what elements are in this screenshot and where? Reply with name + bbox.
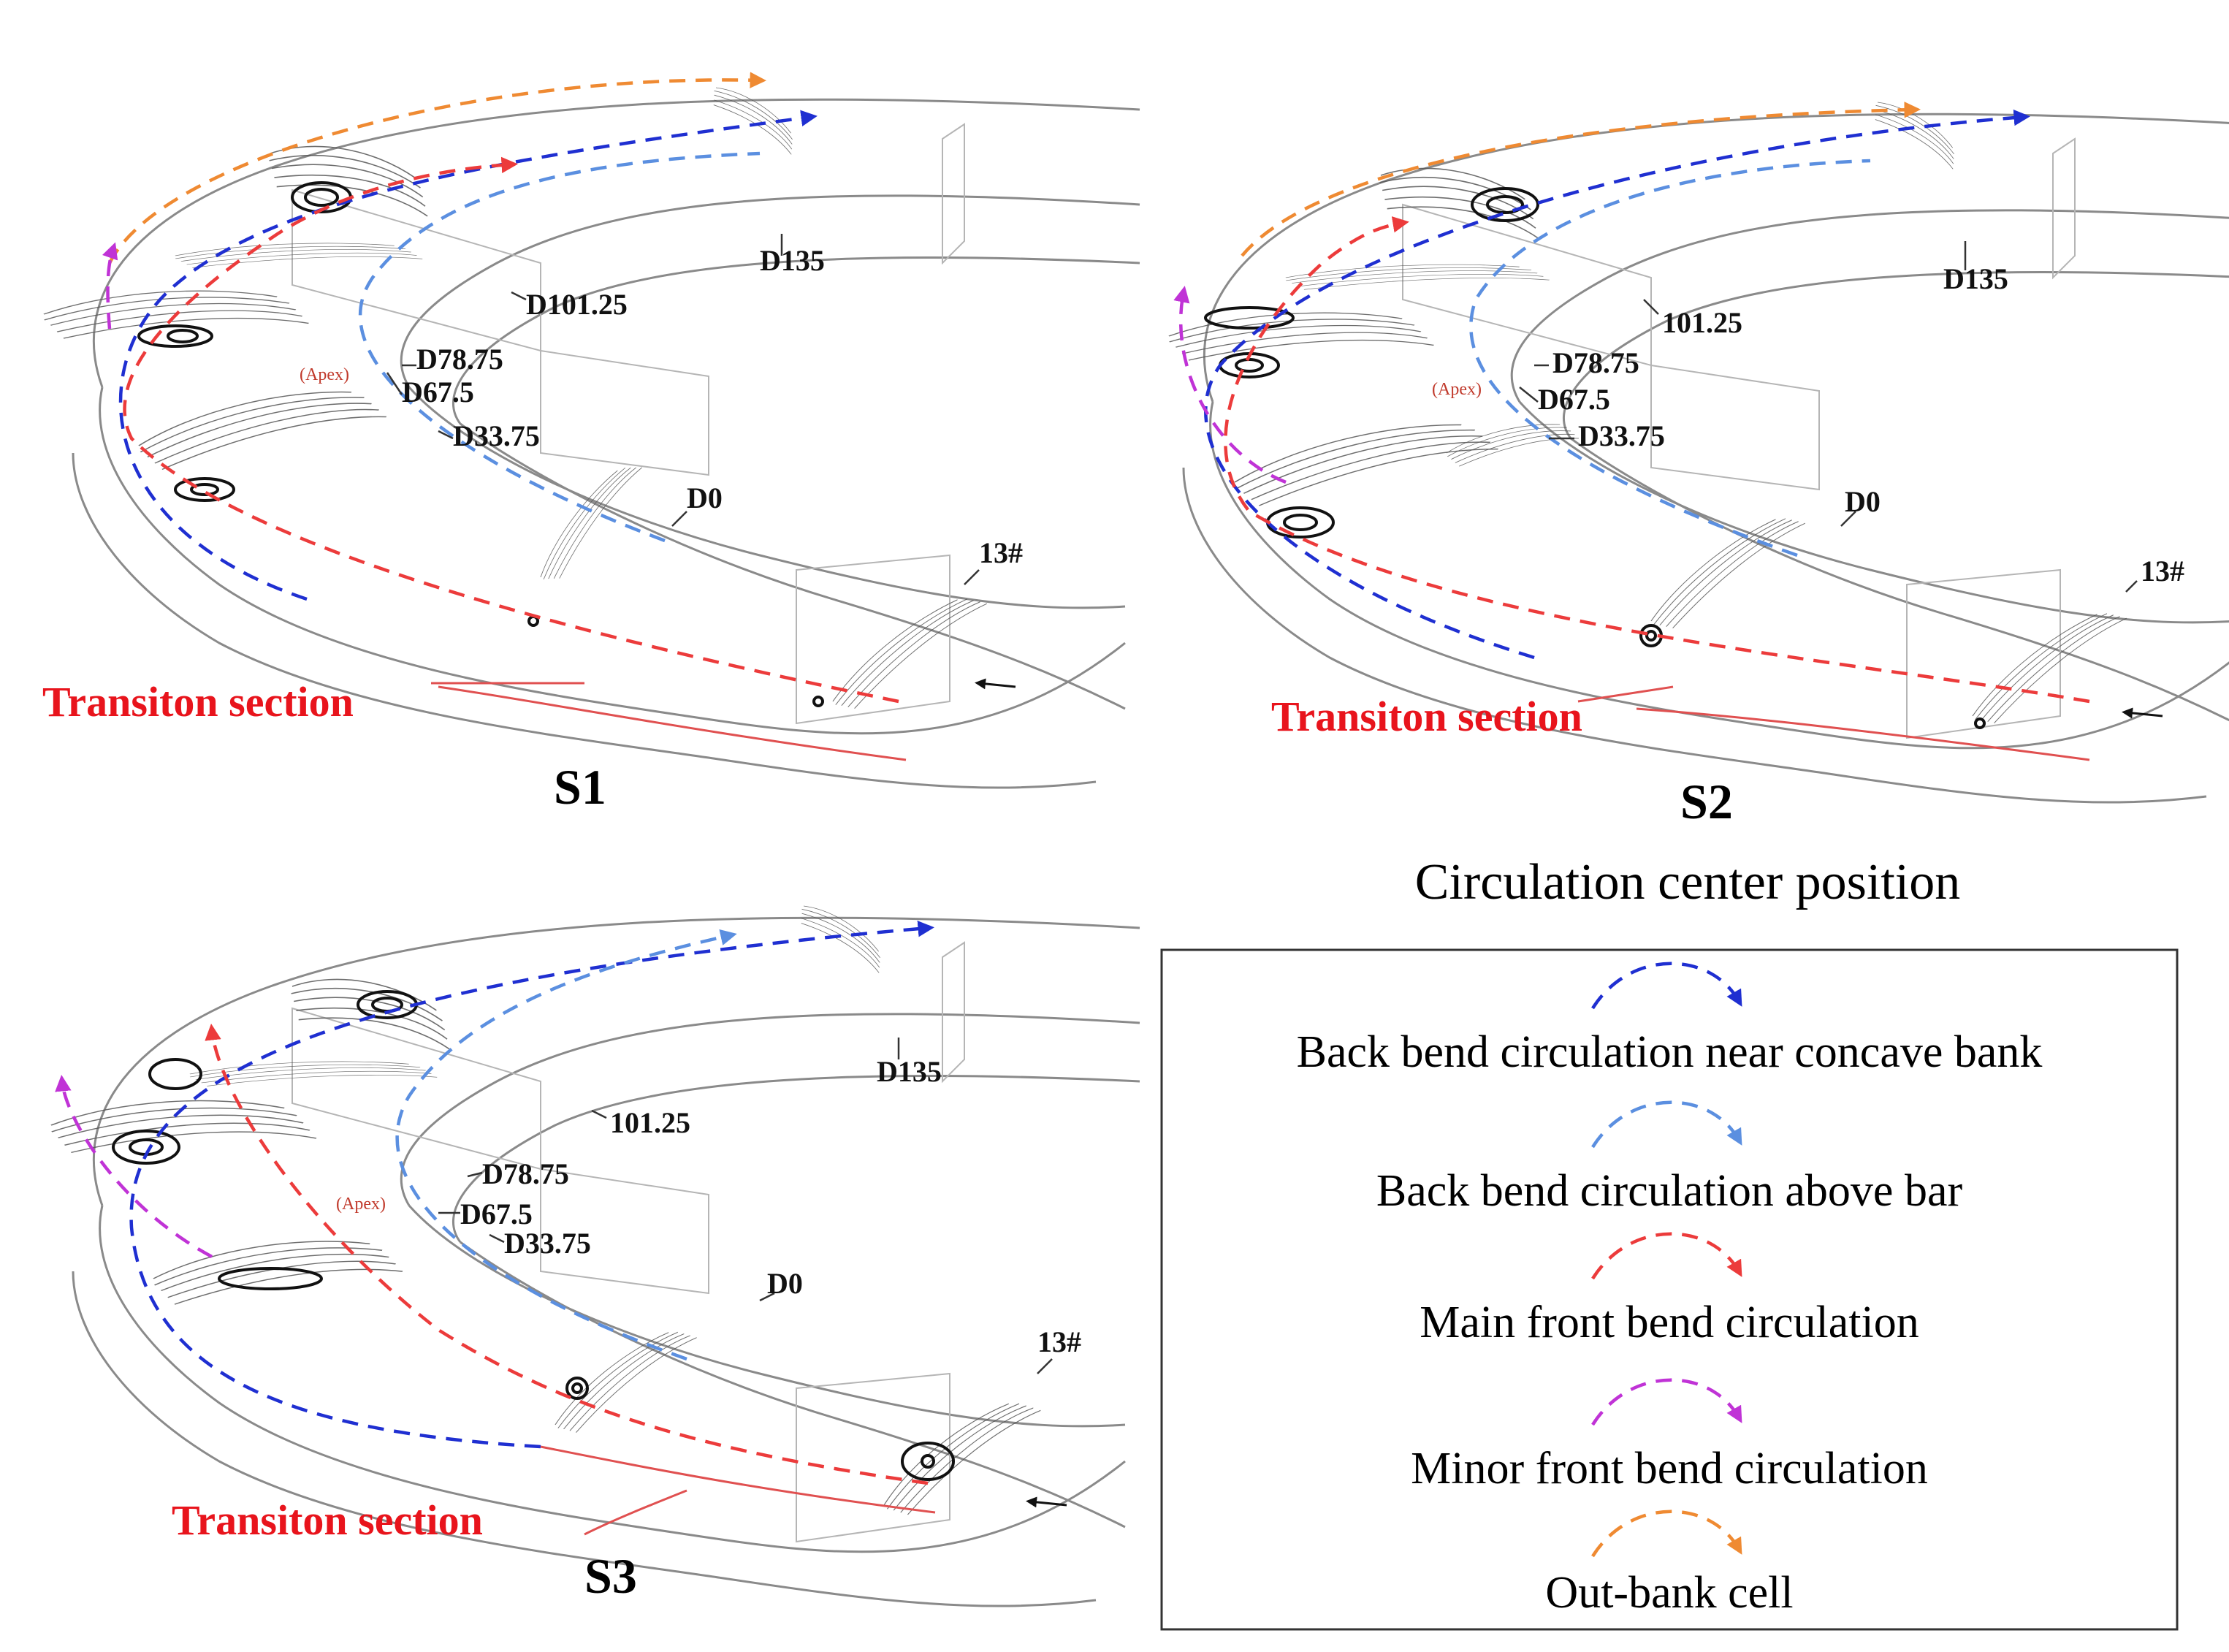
label-13: 13# [1037, 1325, 1081, 1358]
legend: Circulation center position Back bend ci… [1160, 854, 2179, 1631]
label-d0: D0 [1845, 485, 1881, 518]
section-labels: D135 101.25 D78.75 (Apex) D67.5 D33.75 D… [1432, 241, 2184, 593]
legend-box [1160, 948, 2179, 1631]
legend-item-minor-front: Minor front bend circulation [1411, 1378, 1928, 1493]
inflow-arrow [2122, 707, 2163, 719]
label-apex: (Apex) [1432, 380, 1482, 399]
label-d3375: D33.75 [453, 419, 540, 452]
panel-label-s3: S3 [584, 1548, 637, 1604]
inflow-arrow [1026, 1496, 1067, 1508]
legend-item-above-bar: Back bend circulation above bar [1376, 1100, 1963, 1216]
legend-item-concave: Back bend circulation near concave bank [1297, 962, 2043, 1077]
transition-section-label: Transiton section [42, 678, 354, 726]
label-d3375: D33.75 [504, 1227, 591, 1260]
label-d7875: D78.75 [416, 343, 503, 376]
label-d675: D67.5 [402, 376, 474, 408]
flow-paths [102, 72, 899, 704]
circulation-vortices [1204, 187, 1986, 729]
label-13: 13# [979, 536, 1023, 569]
flow-paths [55, 920, 934, 1485]
inflow-arrow [975, 678, 1016, 690]
label-d135: D135 [877, 1055, 942, 1088]
streamline-sections [42, 80, 988, 721]
transition-section-label: Transiton section [1271, 693, 1582, 740]
label-d101: 101.25 [610, 1106, 690, 1139]
transition-leader [1577, 685, 1674, 703]
panel-label-s1: S1 [554, 759, 606, 815]
panel-s1: D135 D101.25 D78.75 (Apex) D67.5 D33.75 … [42, 72, 1141, 815]
legend-label-main-front: Main front bend circulation [1420, 1298, 1919, 1347]
label-d135: D135 [760, 244, 825, 277]
label-d135: D135 [1943, 262, 2008, 295]
label-apex: (Apex) [300, 365, 349, 384]
label-13: 13# [2141, 555, 2184, 587]
label-d0: D0 [687, 481, 723, 514]
legend-label-minor-front: Minor front bend circulation [1411, 1444, 1928, 1493]
panel-label-s2: S2 [1680, 774, 1733, 829]
streamline-sections [49, 899, 1042, 1528]
panel-s2: D135 101.25 D78.75 (Apex) D67.5 D33.75 D… [1167, 95, 2229, 829]
legend-item-out-bank: Out-bank cell [1545, 1510, 1794, 1618]
label-d7875: D78.75 [1552, 346, 1639, 379]
label-d101: 101.25 [1662, 306, 1742, 339]
transition-section-label: Transiton section [172, 1496, 483, 1544]
label-apex: (Apex) [336, 1195, 386, 1214]
circulation-vortices [112, 990, 955, 1481]
legend-item-main-front: Main front bend circulation [1420, 1232, 1919, 1347]
transition-curve [540, 1445, 936, 1514]
transition-curve [438, 685, 907, 761]
label-d675: D67.5 [460, 1198, 533, 1230]
label-d101: D101.25 [526, 288, 628, 321]
transition-curve [1636, 707, 2090, 761]
section-labels: D135 101.25 D78.75 (Apex) D67.5 D33.75 D… [336, 1038, 1081, 1374]
legend-label-out-bank: Out-bank cell [1545, 1568, 1793, 1618]
legend-title: Circulation center position [1415, 854, 1960, 910]
transition-leader [584, 1489, 687, 1536]
panel-s3: D135 101.25 D78.75 (Apex) D67.5 D33.75 D… [49, 899, 1141, 1607]
flow-paths [1173, 102, 2090, 704]
label-d7875: D78.75 [482, 1157, 569, 1190]
label-d0: D0 [767, 1267, 803, 1300]
label-d675: D67.5 [1538, 383, 1610, 416]
legend-label-above-bar: Back bend circulation above bar [1376, 1166, 1963, 1216]
circulation-vortices [137, 181, 824, 707]
label-d3375: D33.75 [1578, 419, 1665, 452]
legend-label-concave: Back bend circulation near concave bank [1297, 1027, 2043, 1077]
section-labels: D135 D101.25 D78.75 (Apex) D67.5 D33.75 … [300, 234, 1023, 585]
